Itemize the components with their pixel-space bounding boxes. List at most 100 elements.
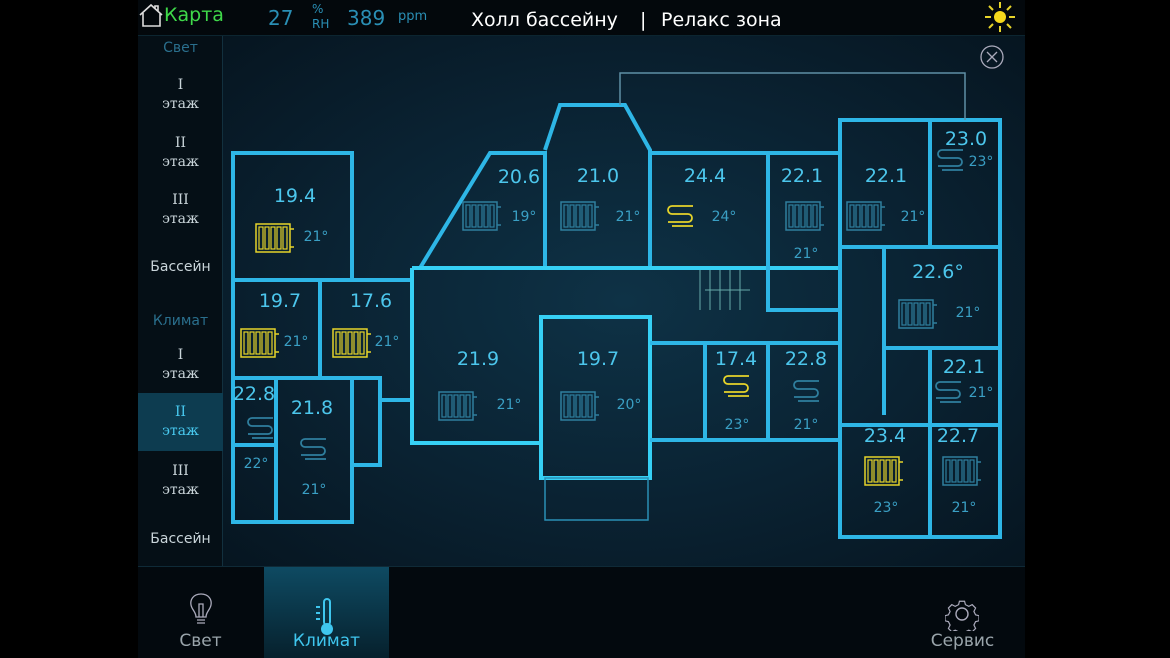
room-setpoint[interactable]: 21° (283, 334, 309, 350)
home-button[interactable]: Карта (138, 2, 224, 28)
room-setpoint[interactable]: 21° (968, 385, 994, 401)
item-label: этаж (162, 154, 199, 170)
sidebar-item-climate-floor-3[interactable]: III этаж (138, 462, 223, 502)
top-bar: Карта 27 % RH 389 ppm Холл бассейну | Ре… (138, 0, 1025, 36)
sidebar-item-light-floor-3[interactable]: III этаж (138, 191, 223, 231)
item-num: III (172, 192, 189, 208)
room-temperature: 19.4 (273, 185, 317, 207)
room-temperature: 21.8 (290, 397, 334, 419)
item-label: этаж (162, 482, 199, 498)
radiator-icon[interactable] (560, 391, 600, 425)
home-icon (139, 3, 163, 27)
room-setpoint[interactable]: 19° (511, 209, 537, 225)
floor-heating-icon[interactable] (665, 203, 695, 233)
room-temperature: 22.7 (936, 425, 980, 447)
room-setpoint[interactable]: 21° (301, 482, 327, 498)
humidity-value: 27 (268, 6, 294, 30)
room-temperature: 22.1 (942, 356, 986, 378)
room-setpoint[interactable]: 23° (968, 154, 994, 170)
room-temperature: 21.0 (576, 165, 620, 187)
room-temperature: 19.7 (576, 348, 620, 370)
room-setpoint[interactable]: 21° (951, 500, 977, 516)
room-setpoint[interactable]: 21° (955, 305, 981, 321)
bulb-icon (190, 593, 212, 624)
zone-title: Релакс зона (661, 9, 782, 31)
room-temperature: 24.4 (683, 165, 727, 187)
tab-climate-label: Климат (292, 631, 361, 651)
floor-heating-icon[interactable] (298, 436, 328, 466)
radiator-icon[interactable] (240, 328, 280, 362)
floor-heating-icon[interactable] (935, 147, 965, 177)
radiator-icon[interactable] (332, 328, 372, 362)
room-temperature: 23.0 (944, 128, 988, 150)
climate-screen: Карта 27 % RH 389 ppm Холл бассейну | Ре… (138, 0, 1025, 658)
room-setpoint[interactable]: 21° (900, 209, 926, 225)
room-setpoint[interactable]: 21° (374, 334, 400, 350)
sidebar-item-climate-floor-2[interactable]: II этаж (138, 393, 223, 451)
room-temperature: 23.4 (863, 425, 907, 447)
floor-heating-icon[interactable] (933, 379, 963, 409)
floor-heating-icon[interactable] (791, 378, 821, 408)
sidebar-header-light: Свет (163, 40, 198, 56)
room-temperature: 17.6 (349, 290, 393, 312)
room-title: Холл бассейну (471, 9, 618, 31)
room-setpoint[interactable]: 23° (724, 417, 750, 433)
item-num: I (177, 77, 184, 93)
co2-unit: ppm (398, 9, 428, 24)
radiator-icon[interactable] (255, 223, 295, 257)
bottom-nav: Свет Климат Сервис (138, 566, 1025, 658)
tab-service[interactable]: Сервис (900, 567, 1025, 658)
floor-heating-icon[interactable] (721, 373, 751, 403)
sun-icon[interactable] (984, 1, 1016, 33)
radiator-icon[interactable] (864, 456, 904, 490)
item-label: этаж (162, 211, 199, 227)
sidebar-item-light-pool[interactable]: Бассейн (150, 259, 211, 275)
tab-climate[interactable]: Климат (264, 567, 389, 658)
radiator-icon[interactable] (438, 391, 478, 425)
thermometer-icon (316, 598, 333, 635)
room-temperature: 22.1 (780, 165, 824, 187)
room-setpoint[interactable]: 22° (243, 456, 269, 472)
item-num: II (174, 404, 187, 420)
item-label: этаж (162, 423, 199, 439)
tab-light[interactable]: Свет (138, 567, 263, 658)
floor-plan-walls (231, 72, 1002, 539)
item-label: этаж (162, 366, 199, 382)
room-temperature: 17.4 (714, 348, 758, 370)
room-temperature: 20.6 (497, 166, 541, 188)
room-temperature: 22.1 (864, 165, 908, 187)
room-temperature: 19.7 (258, 290, 302, 312)
title-separator: | (640, 9, 647, 31)
room-temperature: 21.9 (456, 348, 500, 370)
close-icon[interactable] (979, 44, 1005, 70)
room-setpoint[interactable]: 21° (303, 229, 329, 245)
room-setpoint[interactable]: 23° (873, 500, 899, 516)
room-setpoint[interactable]: 21° (496, 397, 522, 413)
room-setpoint[interactable]: 21° (793, 417, 819, 433)
floor-heating-icon[interactable] (245, 415, 275, 445)
co2-value: 389 (347, 6, 386, 30)
item-label: этаж (162, 96, 199, 112)
room-setpoint[interactable]: 24° (711, 209, 737, 225)
room-temperature: 22.6° (912, 261, 964, 283)
room-setpoint[interactable]: 21° (793, 246, 819, 262)
room-setpoint[interactable]: 21° (615, 209, 641, 225)
tab-service-label: Сервис (930, 631, 995, 651)
radiator-icon[interactable] (560, 201, 600, 235)
item-num: I (177, 347, 184, 363)
radiator-icon[interactable] (942, 456, 982, 490)
item-num: III (172, 463, 189, 479)
humidity-unit-top: % (312, 2, 324, 16)
radiator-icon[interactable] (462, 201, 502, 235)
sidebar-item-climate-pool[interactable]: Бассейн (150, 531, 211, 547)
radiator-icon[interactable] (898, 299, 938, 333)
radiator-icon[interactable] (785, 201, 825, 235)
gear-icon (945, 600, 979, 631)
radiator-icon[interactable] (846, 201, 886, 235)
room-setpoint[interactable]: 20° (616, 397, 642, 413)
